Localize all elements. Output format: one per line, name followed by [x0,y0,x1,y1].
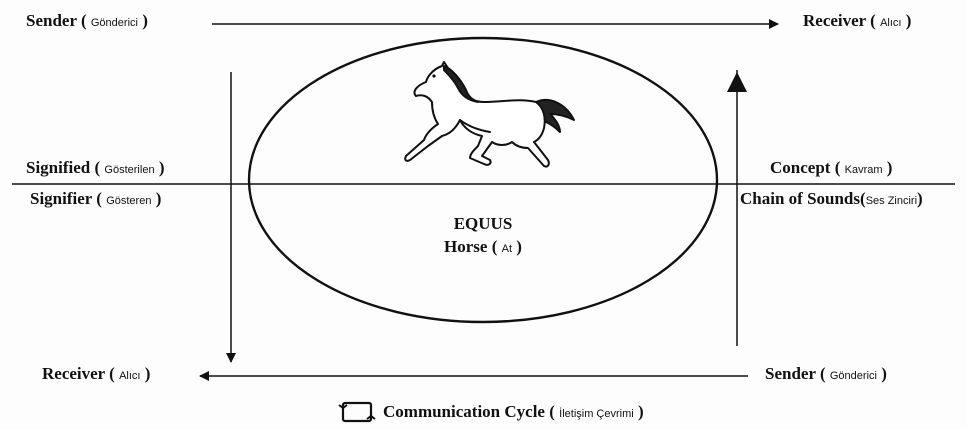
top-receiver-label: Receiver ( Alıcı ) [803,11,912,30]
top-receiver-sub: Alıcı [880,17,902,29]
top-sender-main: Sender [26,11,77,30]
footer-main: Communication Cycle [383,402,545,421]
signified-sub: Gösterilen [104,164,155,176]
bottom-receiver-label: Receiver ( Alıcı ) [42,364,151,383]
chain-label: Chain of Sounds(Ses Zinciri) [740,189,923,208]
bottom-sender-sub: Gönderici [829,370,877,382]
horse-icon [404,61,575,168]
bottom-receiver-sub: Alıcı [119,370,141,382]
equus-label: EQUUS [423,214,543,234]
bottom-sender-main: Sender [765,364,816,383]
signifier-sub: Gösteren [106,195,152,207]
horse-main: Horse [444,237,488,256]
concept-sub: Kavram [844,164,883,176]
horse-sub: At [501,243,513,255]
top-receiver-main: Receiver [803,11,866,30]
cycle-icon [338,401,376,423]
signifier-main: Signifier [30,189,93,208]
signified-label: Signified ( Gösterilen ) [26,158,165,177]
right-up-arrowhead [727,72,747,92]
equus-word: EQUUS [453,214,513,233]
chain-main: Chain of Sounds [740,189,861,208]
signified-main: Signified [26,158,91,177]
bottom-sender-label: Sender ( Gönderici ) [765,364,887,383]
sign-ellipse [247,36,719,324]
footer-label: Communication Cycle ( İletişim Çevrimi ) [383,402,644,421]
bottom-receiver-main: Receiver [42,364,105,383]
footer-sub: İletişim Çevrimi [559,408,634,420]
top-sender-label: Sender ( Gönderici ) [26,11,148,30]
top-sender-sub: Gönderici [90,17,138,29]
horse-translation-label: Horse ( At ) [444,237,522,256]
chain-sub: Ses Zinciri [865,195,918,207]
signifier-label: Signifier ( Gösteren ) [30,189,162,208]
concept-main: Concept [770,158,831,177]
concept-label: Concept ( Kavram ) [770,158,893,177]
